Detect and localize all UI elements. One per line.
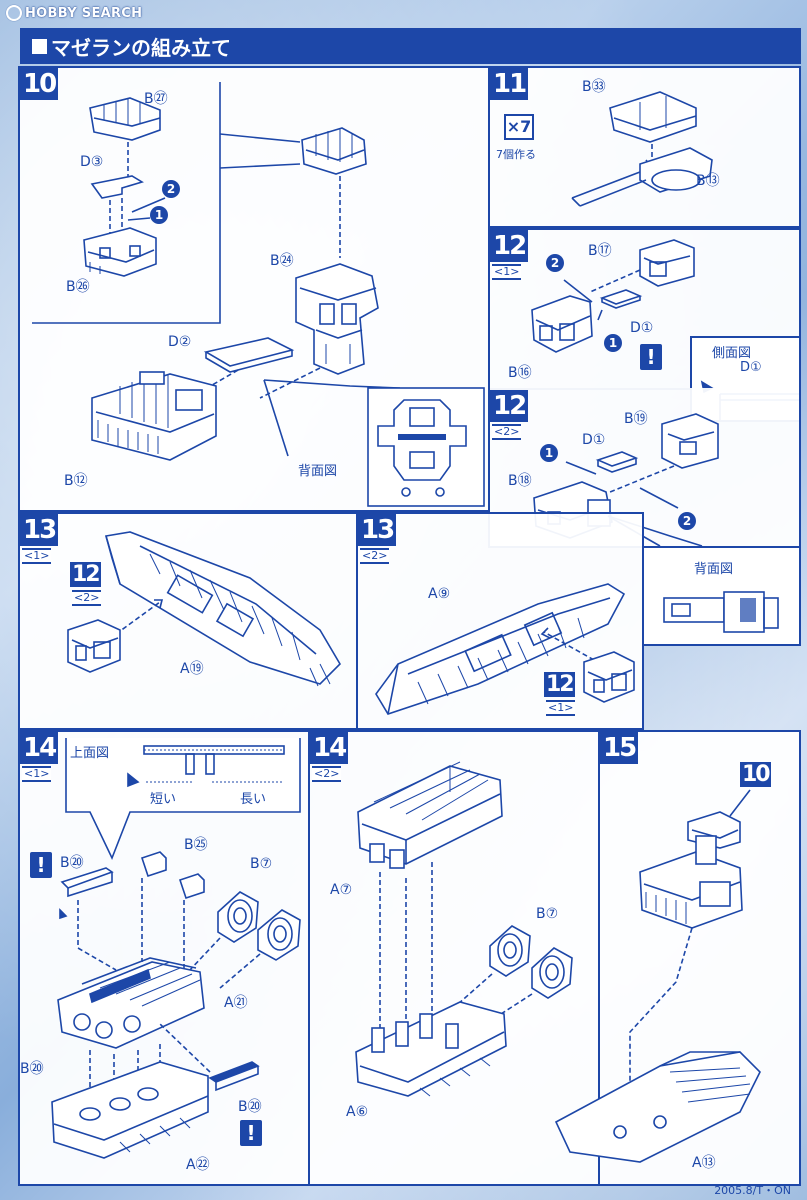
order-circle-2: 2 (162, 180, 180, 198)
step-13-1-sub: <1> (22, 548, 52, 564)
part-label-b33: B㉝ (582, 79, 606, 95)
part-label-b13: B⑬ (696, 173, 720, 189)
part-label-b20-right: B⑳ (238, 1099, 262, 1115)
rear-view-caption: 背面図 (694, 562, 734, 577)
long-caption: 長い (240, 792, 267, 807)
part-label-a9: A⑨ (428, 586, 451, 602)
print-code: 2005.8/T・ON (714, 1184, 791, 1197)
order-circle-1: 1 (150, 206, 168, 224)
part-label-d3: D③ (80, 154, 104, 170)
side-view-caption: 側面図 (712, 346, 752, 361)
part-label-b27: B㉗ (144, 91, 168, 107)
step-10-number: 10 (20, 68, 59, 100)
step-14-1-drawing (51, 738, 301, 1159)
section-title-bar: マゼランの組み立て (20, 28, 801, 64)
part-label-b24: B㉔ (270, 253, 294, 269)
times-seven-badge: ×7 (504, 114, 534, 140)
logo-icon (6, 5, 22, 21)
part-label-a19: A⑲ (180, 661, 204, 677)
hobby-search-watermark: HOBBY SEARCH (6, 4, 142, 22)
step-11-panel: 11 ×7 7個作る B㉝ B⑬ (488, 66, 801, 228)
step-14-2-number: 14 (310, 732, 349, 764)
ref-step-12-sub: <2> (72, 590, 102, 606)
caution-mark-2: ! (240, 1120, 262, 1146)
part-label-d1: D① (582, 432, 606, 448)
step-12-2-rear-view: 背面図 (642, 546, 801, 646)
caution-mark: ! (640, 344, 662, 370)
part-label-a21: A㉑ (224, 995, 248, 1011)
order-circle-2: 2 (546, 254, 564, 272)
part-label-b12: B⑫ (64, 473, 88, 489)
ref-step-12: 12 (70, 562, 101, 587)
step-12-1-sub: <1> (492, 264, 522, 280)
part-label-d1: D① (630, 320, 654, 336)
step-12-2-number: 12 (490, 390, 529, 422)
ref-step-10: 10 (740, 762, 771, 787)
step-14-1-panel: 14 <1> (18, 730, 310, 1186)
step-13-2-number: 13 (358, 514, 397, 546)
step-14-1-number: 14 (20, 732, 59, 764)
step-12-1-drawing (531, 239, 695, 353)
make-seven-note: 7個作る (496, 148, 536, 161)
step-13-1-drawing (67, 531, 342, 687)
step-15-number: 15 (600, 732, 639, 764)
step-14-2-panel: 14 <2> (308, 730, 600, 1186)
caution-mark: ! (30, 852, 52, 878)
part-label-d2: D② (168, 334, 192, 350)
part-label-a13: A⑬ (692, 1155, 716, 1171)
step-13-1-number: 13 (20, 514, 59, 546)
step-15-panel: 15 10 A⑬ (554, 730, 801, 1186)
step-11-drawing (571, 91, 713, 207)
step-14-2-sub: <2> (312, 766, 342, 782)
part-label-b7: B⑦ (250, 856, 273, 872)
side-view-part-label: D① (740, 360, 762, 375)
part-label-b25: B㉕ (184, 837, 208, 853)
part-label-a6: A⑥ (346, 1104, 369, 1120)
order-circle-2: 2 (678, 512, 696, 530)
step-12-1-number: 12 (490, 230, 529, 262)
square-bullet-icon (32, 38, 47, 54)
part-label-b7: B⑦ (536, 906, 559, 922)
order-circle-1: 1 (540, 444, 558, 462)
part-label-a22: A㉒ (186, 1157, 210, 1173)
step-11-number: 11 (490, 68, 529, 100)
watermark-brand: HOBBY SEARCH (25, 5, 143, 21)
step-12-2-panel: 12 <2> B⑲ D① 1 B⑱ 2 (488, 388, 801, 548)
part-label-b20-top: B⑳ (60, 855, 84, 871)
part-label-b17: B⑰ (588, 243, 612, 259)
rear-view-caption: 背面図 (298, 464, 338, 479)
part-label-a7: A⑦ (330, 882, 353, 898)
step-13-1-panel: 13 <1> 12 <2> A⑲ (18, 512, 358, 730)
step-14-1-sub: <1> (22, 766, 52, 782)
step-10-drawing (32, 82, 485, 507)
step-15-drawing (554, 789, 761, 1163)
top-view-caption: 上面図 (70, 746, 110, 761)
part-label-b18: B⑱ (508, 473, 532, 489)
rear-view-drawing (663, 591, 779, 633)
part-label-b19: B⑲ (624, 411, 648, 427)
step-10-panel: 10 (18, 66, 490, 512)
ref-step-12-sub: <1> (546, 700, 576, 716)
step-13-2-drawing (375, 583, 635, 715)
ref-step-12: 12 (544, 672, 575, 697)
step-13-2-sub: <2> (360, 548, 390, 564)
section-title: マゼランの組み立て (51, 35, 231, 60)
step-12-2-sub: <2> (492, 424, 522, 440)
part-label-b26: B㉖ (66, 279, 90, 295)
part-label-b20-left: B⑳ (20, 1061, 44, 1077)
short-caption: 短い (150, 792, 177, 807)
step-12-1-panel: 12 <1> B⑰ 2 D① 1 ! B⑯ (488, 228, 801, 390)
order-circle-1: 1 (604, 334, 622, 352)
part-label-b16: B⑯ (508, 365, 532, 381)
step-13-2-panel: 13 <2> A⑨ 12 <1> (356, 512, 644, 730)
step-14-2-drawing (355, 761, 573, 1097)
